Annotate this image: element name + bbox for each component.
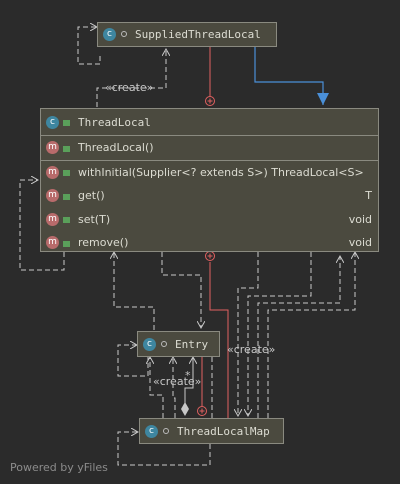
class-name: ThreadLocal <box>78 115 151 129</box>
create-edge-map-to-entry-1 <box>150 357 164 418</box>
method-row[interactable]: m remove() void <box>41 231 378 255</box>
create-label: «create» <box>153 375 202 388</box>
class-icon: c <box>46 115 59 129</box>
create-label: «create» <box>105 81 154 94</box>
aggregation-diamond <box>181 402 189 416</box>
method-name: remove() <box>78 236 129 250</box>
method-return-type: T <box>365 189 372 203</box>
public-lock-icon <box>63 145 70 152</box>
dependency-edge-entry-threadlocal <box>114 252 155 330</box>
create-edge-map-to-entry-2 <box>173 357 175 418</box>
method-return-type: void <box>348 236 372 250</box>
footer-credit: Powered by yFiles <box>10 461 108 474</box>
method-row[interactable]: m set(T) void <box>41 208 378 232</box>
public-lock-icon <box>63 120 70 126</box>
method-name: ThreadLocal() <box>78 141 154 155</box>
visibility-icon <box>163 428 169 434</box>
public-lock-icon <box>63 240 70 247</box>
public-lock-icon <box>63 193 70 200</box>
visibility-icon <box>121 31 127 37</box>
class-name: Entry <box>175 337 209 351</box>
method-icon: m <box>46 212 59 226</box>
self-create-edge-map <box>117 432 211 466</box>
multiplicity-label: * <box>185 369 191 382</box>
method-return-type: void <box>348 212 372 226</box>
class-node-thread-local[interactable]: c ThreadLocal m ThreadLocal() m withInit… <box>40 108 379 252</box>
method-row[interactable]: m withInitial(Supplier<? extends S>) Thr… <box>41 161 378 185</box>
public-lock-icon <box>63 217 70 224</box>
create-edge-threadlocal-to-map-1 <box>238 252 259 416</box>
method-name: withInitial(Supplier<? extends S>) Threa… <box>78 165 364 179</box>
dependency-edge-map-to-threadlocal-2 <box>267 252 355 418</box>
header-divider <box>41 135 378 136</box>
method-row[interactable]: m get() T <box>41 184 378 208</box>
method-name: set(T) <box>78 212 111 226</box>
self-create-edge-threadlocal <box>19 180 65 271</box>
section-divider <box>41 159 378 161</box>
visibility-icon <box>161 341 167 347</box>
method-row[interactable]: m ThreadLocal() <box>41 136 378 160</box>
class-icon: c <box>145 424 158 438</box>
class-icon: c <box>143 337 156 351</box>
class-name: SuppliedThreadLocal <box>135 27 261 41</box>
self-create-edge-supplied <box>77 27 101 65</box>
create-label: «create» <box>227 343 276 356</box>
inheritance-edge <box>254 47 329 105</box>
method-icon: m <box>46 236 59 250</box>
class-icon: c <box>103 27 116 41</box>
method-name: get() <box>78 189 105 203</box>
aggregation-edge-map-entry <box>184 357 193 408</box>
method-icon: m <box>46 141 59 155</box>
class-node-entry[interactable]: c Entry <box>137 331 220 357</box>
class-node-supplied-thread-local[interactable]: c SuppliedThreadLocal <box>97 22 277 47</box>
method-icon: m <box>46 165 59 179</box>
class-name: ThreadLocalMap <box>177 424 270 438</box>
self-create-edge-entry <box>117 345 149 377</box>
dependency-edge-map-to-threadlocal-1 <box>257 256 340 418</box>
inner-class-edge-map <box>209 262 229 418</box>
class-node-thread-local-map[interactable]: c ThreadLocalMap <box>139 418 284 444</box>
method-icon: m <box>46 189 59 203</box>
create-edge-threadlocal-to-entry <box>161 252 201 328</box>
public-lock-icon <box>63 170 70 177</box>
create-edge-threadlocal-to-supplied <box>96 49 166 107</box>
create-edge-threadlocal-to-map-2 <box>248 252 312 416</box>
